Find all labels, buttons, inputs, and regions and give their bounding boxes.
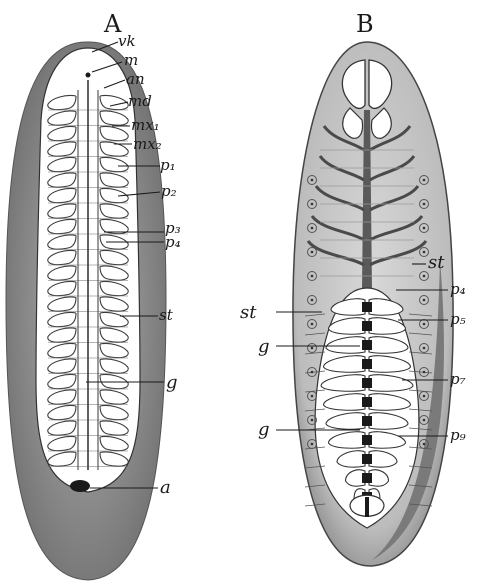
panel-b-stigma-dot	[311, 251, 314, 254]
panel-b-stigma-dot	[311, 323, 314, 326]
panel-b-anus-mark	[365, 497, 369, 517]
label-g-b-upper: g	[258, 336, 270, 357]
label-p4-b: p₄	[450, 280, 466, 298]
panel-b-stigma-dot	[423, 371, 426, 374]
label-vk: vk	[118, 32, 136, 50]
label-g-a: g	[166, 372, 178, 393]
label-p5: p₅	[450, 310, 466, 328]
panel-b-ganglion	[362, 359, 372, 369]
label-g-b-lower: g	[258, 419, 270, 440]
panel-b-stigma-dot	[311, 299, 314, 302]
panel-b-stigma-dot	[311, 203, 314, 206]
panel-b-stigma-dot	[423, 251, 426, 254]
panel-b-stigma-dot	[311, 395, 314, 398]
panel-b-stigma-dot	[311, 347, 314, 350]
panel-b-ganglion	[362, 454, 372, 464]
label-p9: p₉	[450, 426, 466, 444]
panel-b-stigma-dot	[423, 203, 426, 206]
panel-a: A vk	[6, 10, 181, 580]
panel-b-stigma-dot	[311, 227, 314, 230]
label-p1: p₁	[160, 156, 176, 174]
panel-b-title: B	[356, 10, 374, 38]
panel-b: B	[240, 10, 466, 566]
panel-b-ganglion	[362, 416, 372, 426]
panel-b-stigma-dot	[423, 179, 426, 182]
panel-b-ganglion	[362, 378, 372, 388]
panel-b-stigma-dot	[423, 347, 426, 350]
panel-b-stigma-dot	[423, 443, 426, 446]
label-st-b-left: st	[240, 302, 257, 323]
panel-b-stigma-dot	[423, 395, 426, 398]
panel-b-stigma-dot	[423, 299, 426, 302]
label-mx2: mx₂	[133, 135, 162, 153]
panel-b-stigma-dot	[423, 323, 426, 326]
label-m: m	[124, 51, 138, 69]
panel-b-stigma-dot	[423, 275, 426, 278]
panel-b-stigma-dot	[311, 179, 314, 182]
label-mx1: mx₁	[131, 116, 160, 134]
label-p4: p₄	[165, 233, 181, 251]
label-md: md	[128, 92, 152, 110]
panel-b-ganglion	[362, 321, 372, 331]
label-st-b-right: st	[428, 252, 445, 273]
label-an: an	[126, 70, 145, 88]
panel-b-ganglion	[362, 397, 372, 407]
panel-b-ganglion	[362, 435, 372, 445]
label-st-a: st	[159, 306, 174, 324]
panel-a-anus	[70, 480, 90, 492]
panel-a-mouth	[86, 73, 91, 78]
panel-b-stigma-dot	[311, 371, 314, 374]
panel-b-stigma-dot	[311, 419, 314, 422]
label-p2: p₂	[161, 182, 177, 200]
panel-b-stigma-dot	[423, 419, 426, 422]
panel-b-ganglion	[362, 340, 372, 350]
panel-b-ganglion	[362, 473, 372, 483]
panel-b-ganglion	[362, 302, 372, 312]
panel-b-stigma-dot	[311, 443, 314, 446]
panel-b-stigma-dot	[423, 227, 426, 230]
label-p7: p₇	[450, 370, 466, 388]
panel-b-stigma-dot	[311, 275, 314, 278]
label-a: a	[160, 477, 171, 498]
